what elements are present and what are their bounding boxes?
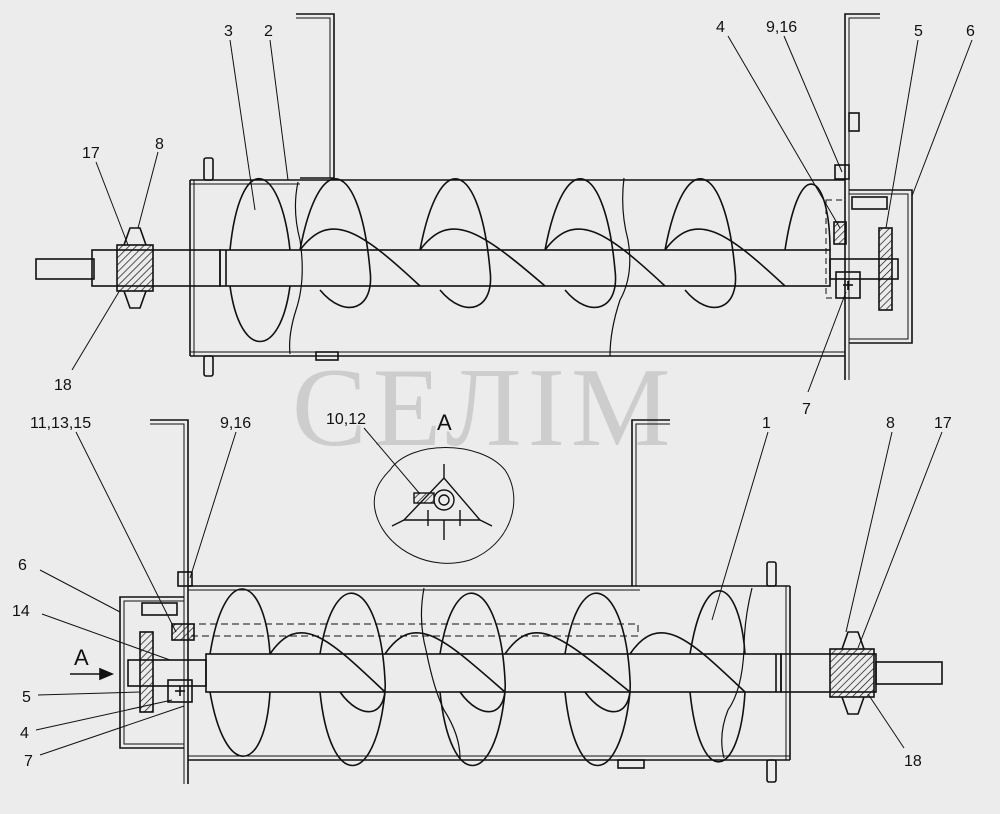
top-callout-labels: 3 2 17 8 18 4 9,16 5 6 7 — [54, 19, 975, 418]
callout-top-3: 3 — [224, 23, 233, 40]
callout-top-4: 4 — [716, 19, 725, 36]
top-auger-flights — [229, 177, 831, 343]
top-leaders — [71, 35, 973, 393]
callout-bottom-5: 5 — [22, 689, 31, 706]
bottom-auger-flights — [209, 588, 746, 767]
leader-10-12 — [363, 427, 421, 495]
view-a-label: А — [437, 410, 452, 435]
top-housing — [189, 157, 845, 377]
view-a-detail — [373, 447, 515, 564]
bottom-housing — [188, 561, 791, 783]
bottom-shaft — [127, 631, 943, 715]
top-end-cap — [825, 189, 913, 344]
top-shaft — [35, 227, 899, 309]
callout-bottom-1: 1 — [762, 415, 771, 432]
callout-bottom-7: 7 — [24, 753, 33, 770]
callout-bottom-10-12: 10,12 — [326, 411, 366, 428]
callout-top-18: 18 — [54, 377, 72, 394]
view-arrow-label: А — [74, 645, 89, 670]
callout-top-2: 2 — [264, 23, 273, 40]
callout-top-8: 8 — [155, 136, 164, 153]
bottom-leaders — [35, 431, 943, 756]
top-auger-assembly — [35, 13, 913, 380]
top-bracket — [296, 13, 335, 179]
watermark: СЕЛІМ — [292, 346, 676, 470]
view-arrow — [70, 667, 115, 681]
callout-bottom-18: 18 — [904, 753, 922, 770]
callout-bottom-14: 14 — [12, 603, 30, 620]
bottom-bracket — [631, 419, 670, 586]
callout-top-17: 17 — [82, 145, 100, 162]
bottom-end-cap — [119, 596, 639, 749]
callout-bottom-9-16: 9,16 — [220, 415, 251, 432]
callout-top-5: 5 — [914, 23, 923, 40]
callout-bottom-11-13-15: 11,13,15 — [30, 415, 91, 432]
callout-top-6: 6 — [966, 23, 975, 40]
bottom-callout-labels: 11,13,15 9,16 1 8 17 6 14 5 4 7 18 — [12, 415, 952, 770]
callout-top-7: 7 — [802, 401, 811, 418]
callout-bottom-8: 8 — [886, 415, 895, 432]
bottom-end-flange — [150, 419, 193, 784]
callout-bottom-4: 4 — [20, 725, 29, 742]
callout-bottom-17: 17 — [934, 415, 952, 432]
bottom-auger-assembly — [119, 419, 943, 784]
callout-top-9-16: 9,16 — [766, 19, 797, 36]
callout-bottom-6: 6 — [18, 557, 27, 574]
